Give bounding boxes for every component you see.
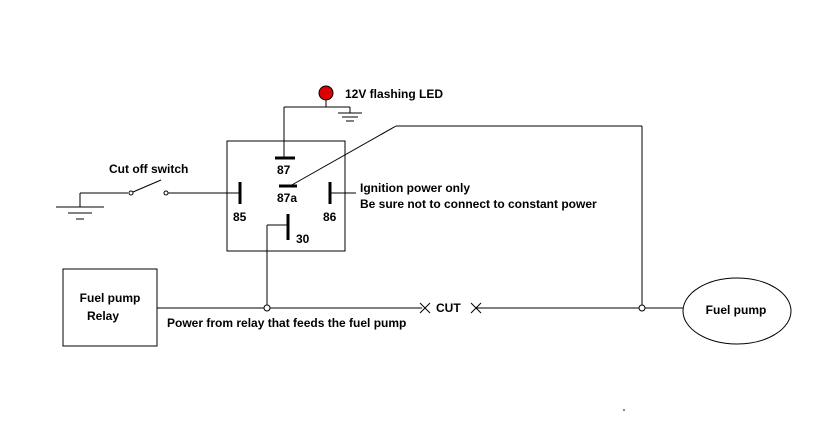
switch-ground-icon <box>56 206 104 220</box>
pin-85-label: 85 <box>233 210 247 224</box>
cut-marker: CUT <box>419 301 482 315</box>
junction-node-pump <box>638 304 646 312</box>
pin-86-label: 86 <box>323 210 337 224</box>
switch-lever <box>132 179 162 193</box>
led-ground-icon <box>338 112 362 122</box>
fuel-pump-relay-line2: Relay <box>87 309 119 323</box>
relay: 87 87a 85 86 30 <box>226 107 346 308</box>
cut-off-switch: Cut off switch <box>56 162 240 220</box>
ignition-warning: Be sure not to connect to constant power <box>360 197 597 211</box>
fuel-pump-relay-box: Fuel pump Relay <box>62 268 158 347</box>
pin-87-label: 87 <box>277 163 291 177</box>
relay-body <box>226 140 346 252</box>
led-indicator: 12V flashing LED <box>284 85 443 122</box>
ignition-label: Ignition power only <box>360 181 470 195</box>
led-label: 12V flashing LED <box>345 87 443 101</box>
ignition-wire <box>289 125 397 187</box>
led-icon <box>318 85 334 101</box>
pin-30-label: 30 <box>296 232 310 246</box>
junction-node <box>263 304 271 312</box>
fuel-pump: Fuel pump <box>682 277 792 345</box>
fuel-pump-relay-line1: Fuel pump <box>80 291 141 305</box>
power-feed-label: Power from relay that feeds the fuel pum… <box>167 316 406 330</box>
cut-label: CUT <box>436 301 461 315</box>
pin-87a-label: 87a <box>277 191 297 205</box>
stray-dot <box>623 409 625 411</box>
switch-label: Cut off switch <box>109 162 188 176</box>
fuel-pump-label: Fuel pump <box>706 303 767 317</box>
